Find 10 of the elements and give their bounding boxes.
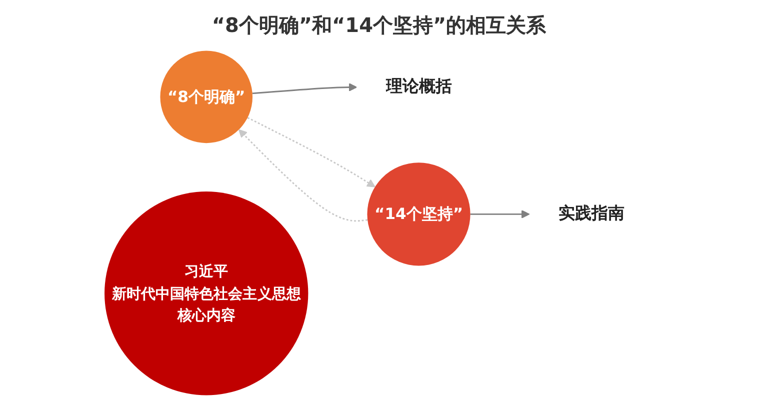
- arrow: [470, 210, 530, 218]
- node-text: 理论概括: [386, 76, 452, 96]
- diagram-title: “8个明确”和“14个坚持”的相互关系: [210, 12, 548, 39]
- arrow: [252, 82, 358, 94]
- node-circle: “14个坚持”: [367, 162, 470, 266]
- node-circle: “8个明确”: [160, 50, 252, 144]
- node-circle: 习近平 新时代中国特色社会主义思想 核心内容: [104, 192, 308, 396]
- node-text: 实践指南: [558, 204, 624, 224]
- arrow: [247, 117, 376, 188]
- arrow: [238, 129, 368, 222]
